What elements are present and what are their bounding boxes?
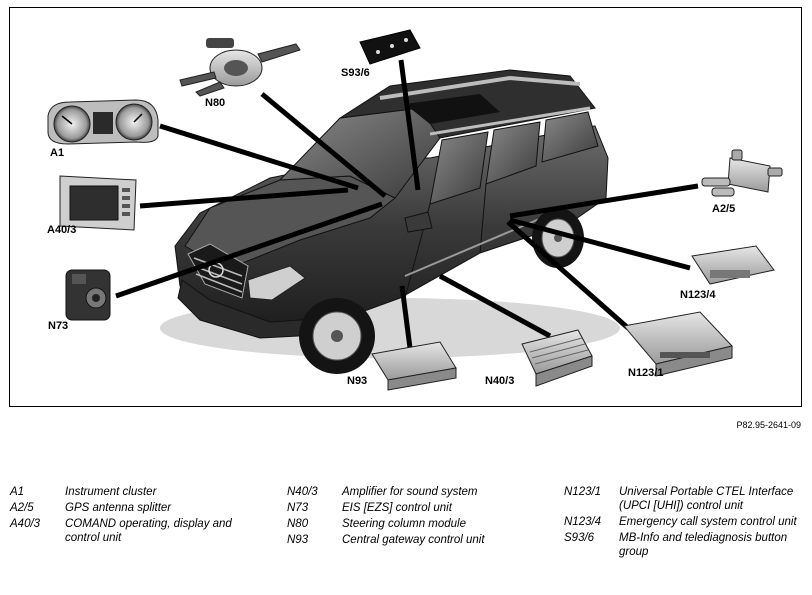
- callout-n40-3: N40/3: [485, 375, 515, 387]
- legend-item: A1 Instrument cluster: [10, 485, 270, 499]
- legend-code: A2/5: [10, 502, 34, 514]
- legend-description: Universal Portable CTEL Interface (UPCI …: [619, 486, 794, 512]
- steering-column-module-drawing: [179, 38, 301, 97]
- leader-line-n80: [260, 92, 387, 198]
- callout-n80: N80: [205, 97, 226, 109]
- sound-amplifier-drawing: [521, 329, 593, 387]
- legend-description: MB-Info and telediagnosis button group: [619, 532, 788, 558]
- legend-column-2: N40/3 Amplifier for sound system N73 EIS…: [287, 485, 552, 549]
- leader-lines: [115, 59, 699, 349]
- callout-n123-1: N123/1: [628, 367, 664, 379]
- callout-a2-5: A2/5: [712, 203, 736, 215]
- legend-code: N93: [287, 534, 309, 546]
- component-location-figure: N80 S93/6 A1 A40/3 N73 A2/5 N123/4 N123/…: [9, 7, 802, 407]
- callout-s93-6: S93/6: [341, 67, 370, 79]
- leader-line-a40-3: [139, 187, 349, 209]
- legend-item: N73 EIS [EZS] control unit: [287, 501, 552, 515]
- callout-a40-3: A40/3: [47, 224, 77, 236]
- leader-line-n40-3: [438, 273, 552, 339]
- button-group-drawing: [359, 29, 421, 65]
- comand-unit-drawing: [59, 175, 137, 231]
- callout-n93: N93: [347, 375, 368, 387]
- legend-item: N93 Central gateway control unit: [287, 533, 552, 547]
- emergency-call-unit-drawing: [691, 245, 775, 285]
- legend-code: N40/3: [287, 486, 318, 498]
- vehicle-body: [160, 69, 620, 374]
- legend-code: N123/1: [564, 486, 602, 498]
- legend-item: N40/3 Amplifier for sound system: [287, 485, 552, 499]
- eis-control-unit-drawing: [65, 269, 111, 321]
- leader-line-n123-1: [506, 220, 630, 330]
- legend-item: S93/6 MB-Info and telediagnosis button g…: [564, 531, 804, 559]
- leader-line-a1: [159, 123, 359, 191]
- legend-description: Amplifier for sound system: [342, 486, 478, 498]
- legend-description: GPS antenna splitter: [65, 502, 172, 514]
- legend-description: Instrument cluster: [65, 486, 157, 498]
- figure-reference-code: P82.95-2641-09: [736, 420, 801, 430]
- legend-item: N80 Steering column module: [287, 517, 552, 531]
- gps-antenna-splitter-drawing: [701, 149, 783, 197]
- upci-control-unit-drawing: [623, 311, 733, 377]
- leader-line-n123-4: [509, 217, 691, 271]
- legend-item: A2/5 GPS antenna splitter: [10, 501, 270, 515]
- callout-n123-4: N123/4: [680, 289, 716, 301]
- legend-description: COMAND operating, display and control un…: [65, 518, 232, 544]
- callout-a1: A1: [50, 147, 65, 159]
- legend-description: Central gateway control unit: [342, 534, 485, 546]
- legend-code: A1: [10, 486, 25, 498]
- legend-item: A40/3 COMAND operating, display and cont…: [10, 517, 270, 545]
- legend-code: A40/3: [10, 518, 41, 530]
- leader-line-n93: [399, 285, 413, 349]
- legend-item: N123/4 Emergency call system control uni…: [564, 515, 804, 529]
- legend-column-1: A1 Instrument cluster A2/5 GPS antenna s…: [10, 485, 270, 547]
- leader-line-s93-6: [398, 59, 421, 191]
- legend-description: Steering column module: [342, 518, 467, 530]
- legend-description: Emergency call system control unit: [619, 516, 797, 528]
- legend-code: N80: [287, 518, 309, 530]
- callout-n73: N73: [48, 320, 69, 332]
- legend-description: EIS [EZS] control unit: [342, 502, 452, 514]
- legend-column-3: N123/1 Universal Portable CTEL Interface…: [564, 485, 804, 561]
- vehicle-illustration: [47, 29, 783, 391]
- leader-line-a2-5: [509, 183, 699, 219]
- instrument-cluster-drawing: [47, 99, 159, 145]
- central-gateway-drawing: [371, 341, 457, 391]
- legend-code: N73: [287, 502, 309, 514]
- leader-line-n73: [115, 201, 383, 299]
- legend-code: S93/6: [564, 532, 595, 544]
- legend-code: N123/4: [564, 516, 602, 528]
- legend-item: N123/1 Universal Portable CTEL Interface…: [564, 485, 804, 513]
